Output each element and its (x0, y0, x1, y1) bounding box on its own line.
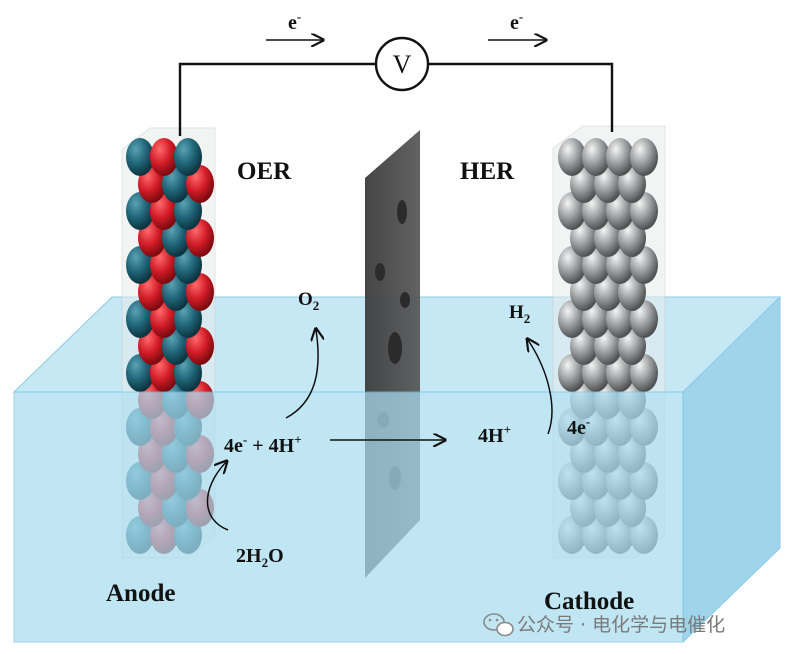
svg-text:e-: e- (510, 9, 523, 34)
o2-label: O2 (298, 289, 319, 313)
h2-label: H2 (509, 302, 530, 326)
electrolyte-front (13, 391, 684, 643)
wire-right (428, 62, 614, 132)
proton-right-label: 4H+ (478, 422, 511, 447)
wechat-icon (483, 613, 514, 637)
electron-flow-left: e- (266, 9, 322, 40)
electron-label: e (510, 12, 519, 34)
electron-flow-right: e- (488, 9, 545, 40)
cathode-electron-label: 4e- (567, 414, 590, 439)
her-label: HER (460, 158, 515, 185)
external-circuit: V (178, 36, 614, 136)
anode-label: Anode (106, 580, 175, 607)
electrode-particle (150, 138, 178, 176)
water-label: 2H2O (236, 545, 284, 570)
electrode-particle (126, 138, 154, 176)
oer-label: OER (237, 158, 292, 185)
electrode-particle (174, 138, 202, 176)
watermark: 公众号 · 电化学与电催化 (483, 613, 725, 637)
voltmeter-label: V (393, 50, 412, 79)
electron-label-superscript: - (519, 9, 523, 24)
membrane-pore (400, 292, 410, 308)
electrode-particle (582, 138, 610, 176)
membrane-pore (397, 200, 407, 224)
voltmeter-icon (374, 36, 430, 92)
wire-left (178, 62, 376, 136)
cathode-label: Cathode (544, 588, 634, 615)
anode-reaction-label: 4e- + 4H+ (224, 432, 302, 457)
electron-label-superscript: - (297, 9, 301, 24)
electrode-particle (558, 138, 586, 176)
svg-text:e-: e- (288, 9, 301, 34)
oxygen-evolution-arrow (285, 330, 318, 419)
electrode-particle (630, 138, 658, 176)
electrode-particle (606, 138, 634, 176)
watermark-text: 公众号 · 电化学与电催化 (517, 614, 725, 636)
electron-label: e (288, 12, 297, 34)
membrane-pore (388, 332, 402, 364)
hydrogen-evolution-arrow (528, 340, 553, 435)
membrane-pore (375, 263, 385, 281)
water-to-protons-arrow (206, 462, 228, 531)
